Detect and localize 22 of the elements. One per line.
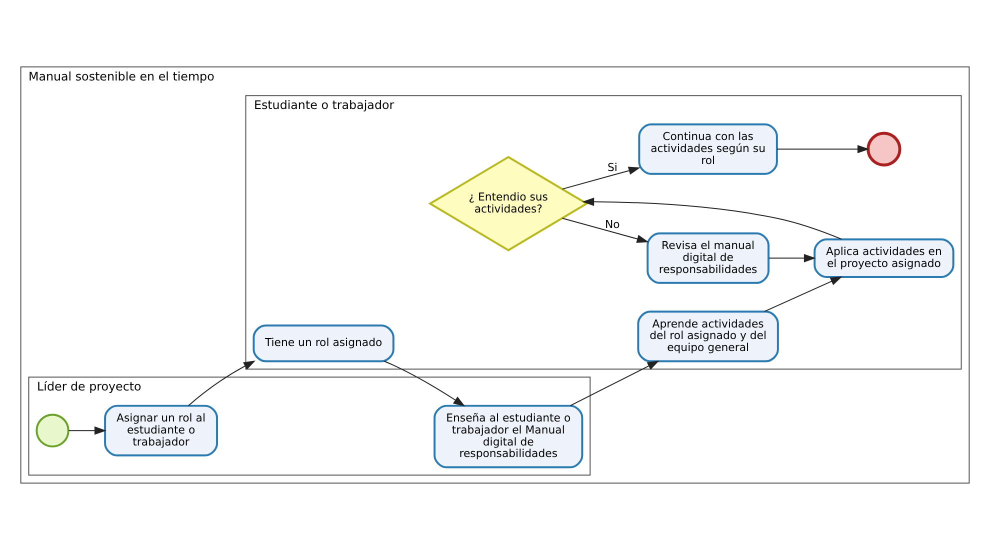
arrow	[562, 166, 640, 190]
node-box: Revisa el manual digital de responsabilidades	[646, 232, 770, 284]
node-box: Continua con las actividades según su rol	[638, 123, 778, 175]
arrow	[188, 360, 256, 406]
edge-label: Si	[607, 160, 618, 174]
arrow	[764, 276, 842, 312]
node-box: Aprende actividades del rol asignado y del equipo general	[637, 310, 779, 362]
arrow	[776, 144, 870, 154]
node-box: Asignar un rol al estudiante o trabajador	[104, 404, 218, 456]
node-box: Aplica actividades en el proyecto asignado	[814, 238, 954, 278]
node-circle	[36, 414, 70, 448]
node-box: Tiene un rol asignado	[252, 324, 394, 362]
arrow	[768, 254, 816, 262]
arrow	[570, 360, 660, 406]
arrow	[68, 426, 106, 435]
node-circle	[866, 132, 902, 166]
arrow	[582, 198, 842, 240]
arrow	[384, 360, 466, 407]
node-diamond: ¿ Entendio sus actividades?	[428, 156, 589, 252]
node-box: Enseña al estudiante o trabajador el Manual digital de responsabilidades	[434, 404, 584, 468]
edge-label: No	[605, 218, 620, 232]
arrow	[562, 218, 649, 243]
